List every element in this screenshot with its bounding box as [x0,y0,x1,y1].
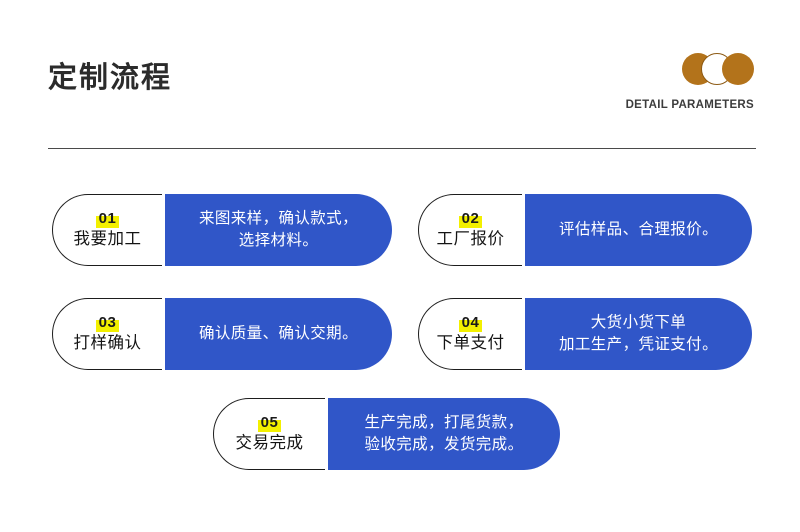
step-description: 大货小货下单 加工生产，凭证支付。 [558,313,718,353]
brand-tagline: DETAIL PARAMETERS [625,99,754,111]
page-header: 定制流程 DETAIL PARAMETERS [0,0,800,150]
step-name: 交易完成 [235,433,304,452]
step-label-02: 02 工厂报价 [418,194,522,266]
step-description: 确认质量、确认交期。 [198,324,358,342]
step-label-01: 01 我要加工 [52,194,162,266]
process-step-list: 01 我要加工 来图来样，确认款式， 选择材料。 02 工厂报价 评估样品、合理… [0,150,800,532]
step-name: 打样确认 [73,333,142,352]
step-name: 工厂报价 [436,229,505,248]
process-step-05: 05 交易完成 生产完成，打尾货款， 验收完成，发货完成。 [213,398,560,470]
page-title: 定制流程 [48,62,173,94]
step-body-01: 来图来样，确认款式， 选择材料。 [165,194,392,266]
step-label-04: 04 下单支付 [418,298,522,370]
step-body-03: 确认质量、确认交期。 [165,298,392,370]
brand-block: DETAIL PARAMETERS [554,53,754,123]
step-number: 04 [458,315,483,332]
step-body-02: 评估样品、合理报价。 [525,194,752,266]
step-body-05: 生产完成，打尾货款， 验收完成，发货完成。 [328,398,560,470]
three-overlapping-circles-logo [682,53,754,85]
step-name: 我要加工 [73,229,142,248]
step-number: 05 [257,415,282,432]
process-step-04: 04 下单支付 大货小货下单 加工生产，凭证支付。 [418,298,752,370]
step-label-05: 05 交易完成 [213,398,325,470]
logo-circle-right [722,53,754,85]
step-description: 生产完成，打尾货款， 验收完成，发货完成。 [364,413,524,453]
process-step-01: 01 我要加工 来图来样，确认款式， 选择材料。 [52,194,392,266]
step-number: 02 [458,211,483,228]
process-step-02: 02 工厂报价 评估样品、合理报价。 [418,194,752,266]
step-number: 01 [95,211,120,228]
step-label-03: 03 打样确认 [52,298,162,370]
header-divider [48,148,756,149]
process-step-03: 03 打样确认 确认质量、确认交期。 [52,298,392,370]
step-number: 03 [95,315,120,332]
step-description: 评估样品、合理报价。 [558,220,718,238]
step-name: 下单支付 [436,333,505,352]
step-description: 来图来样，确认款式， 选择材料。 [198,209,358,249]
step-body-04: 大货小货下单 加工生产，凭证支付。 [525,298,752,370]
